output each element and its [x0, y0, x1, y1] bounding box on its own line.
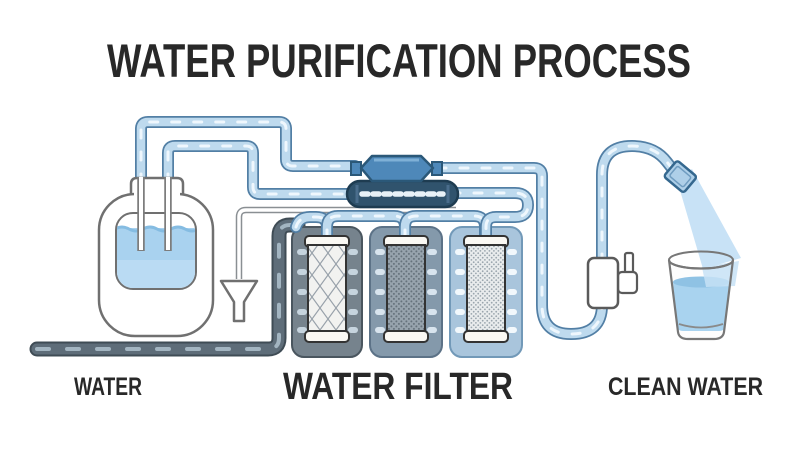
faucet-body — [586, 256, 620, 310]
water-stream — [677, 169, 741, 269]
pump-capsule — [350, 154, 443, 183]
faucet-valve — [586, 251, 639, 310]
membrane-housing — [345, 179, 460, 209]
glass-of-water — [667, 169, 741, 341]
tank-water — [117, 225, 195, 288]
cartridge-fine — [463, 235, 509, 343]
funnel — [219, 279, 259, 323]
faucet-handle-stem — [623, 251, 635, 275]
page-title: WATER PURIFICATION PROCESS — [107, 34, 691, 87]
water-tank — [97, 176, 215, 338]
faucet-handle-knob — [616, 270, 639, 295]
label-water-filter: WATER FILTER — [283, 366, 513, 408]
faucet-gooseneck-tube — [602, 146, 674, 262]
label-water: WATER — [74, 373, 142, 401]
cartridge-carbon — [383, 235, 429, 343]
faucet-nozzle — [663, 160, 698, 194]
cartridge-sediment — [304, 235, 350, 343]
glass-water — [673, 282, 729, 331]
label-clean-water: CLEAN WATER — [608, 373, 763, 401]
tank-dip-tubes — [137, 177, 172, 251]
